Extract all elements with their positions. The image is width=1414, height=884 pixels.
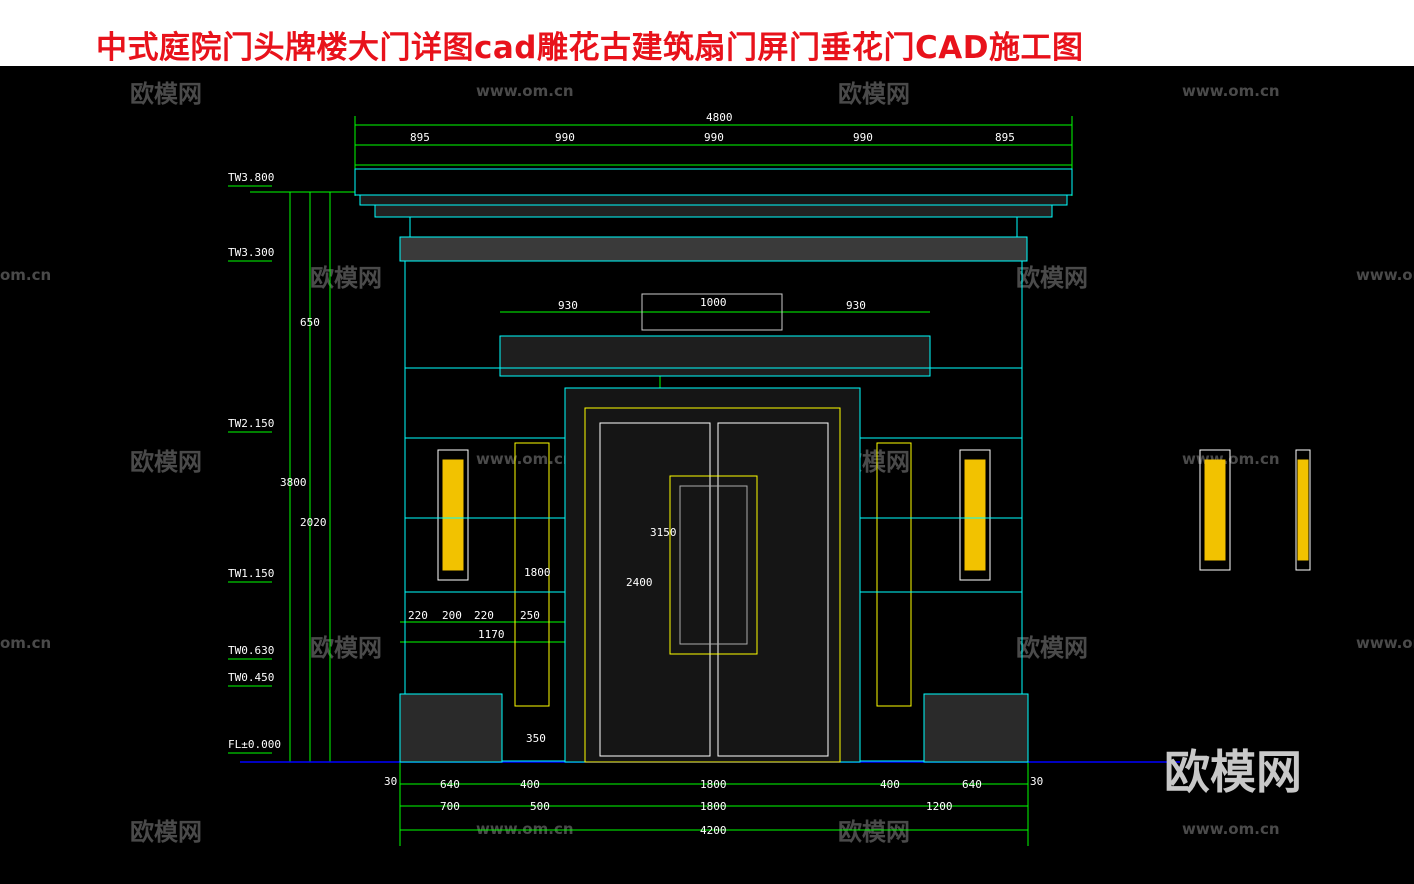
elevation-drawing: 欧模网 欧模网 www.om.cn www.om.cn om.cn www.om… bbox=[0, 80, 1414, 846]
watermark-url: www.om.cn bbox=[476, 82, 574, 100]
watermark-brand: 欧模网 bbox=[1016, 634, 1088, 662]
watermark-brand: 欧模网 bbox=[130, 818, 202, 846]
dim-top-895-left: 895 bbox=[410, 131, 430, 144]
level-fl0000: FL±0.000 bbox=[228, 738, 281, 751]
dim-bottom2-1800: 1800 bbox=[700, 800, 727, 813]
dim-top-990-2: 990 bbox=[704, 131, 724, 144]
watermark-brand: 欧模网 bbox=[130, 448, 202, 476]
watermark-brand: 欧模网 bbox=[1016, 264, 1088, 292]
watermark-brand: 欧模网 bbox=[838, 818, 910, 846]
dim-top-990-1: 990 bbox=[555, 131, 575, 144]
dim-bottom-400-right: 400 bbox=[880, 778, 900, 791]
dim-bottom2-500: 500 bbox=[530, 800, 550, 813]
dim-plaque-left: 930 bbox=[558, 299, 578, 312]
dim-left-total: 3800 bbox=[280, 476, 307, 489]
watermark-url: www.om.cn bbox=[1182, 450, 1280, 468]
level-tw1150: TW1.150 bbox=[228, 567, 274, 580]
dim-top-total: 4800 bbox=[706, 111, 733, 124]
dim-plinth-1170: 1170 bbox=[478, 628, 505, 641]
dimension-labels: 4800 895 990 990 990 895 930 1000 930 38… bbox=[280, 111, 1043, 837]
dim-top-990-3: 990 bbox=[853, 131, 873, 144]
dim-door-1800: 1800 bbox=[524, 566, 551, 579]
dim-bottom-1800: 1800 bbox=[700, 778, 727, 791]
watermark-url-partial: om.cn bbox=[0, 634, 51, 652]
level-tw3300: TW3.300 bbox=[228, 246, 274, 259]
watermark-url: www.om.cn bbox=[1182, 82, 1280, 100]
watermark-brand: 欧模网 bbox=[130, 80, 202, 108]
watermark-url: www.om.cn bbox=[1182, 820, 1280, 838]
dim-door-3150: 3150 bbox=[650, 526, 677, 539]
dim-left-650: 650 bbox=[300, 316, 320, 329]
watermark-brand: 欧模网 bbox=[310, 634, 382, 662]
level-markers: TW3.800 TW3.300 TW2.150 TW1.150 TW0.630 … bbox=[228, 171, 281, 754]
gate-structure bbox=[354, 168, 1311, 763]
dim-plinth-220b: 220 bbox=[474, 609, 494, 622]
dim-bottom-30-right: 30 bbox=[1030, 775, 1043, 788]
dim-plinth-200: 200 bbox=[442, 609, 462, 622]
title-bar: 中式庭院门头牌楼大门详图cad雕花古建筑扇门屏门垂花门CAD施工图 bbox=[0, 0, 1414, 66]
drawing-title: 中式庭院门头牌楼大门详图cad雕花古建筑扇门屏门垂花门CAD施工图 bbox=[96, 30, 1084, 66]
dim-bottom-400-left: 400 bbox=[520, 778, 540, 791]
dim-bottom2-1200: 1200 bbox=[926, 800, 953, 813]
level-tw0630: TW0.630 bbox=[228, 644, 274, 657]
dim-top-895-right: 895 bbox=[995, 131, 1015, 144]
watermark-url-partial: om.cn bbox=[0, 266, 51, 284]
watermark-url: www.om.cn bbox=[1356, 634, 1414, 652]
dim-bottom-total: 4200 bbox=[700, 824, 727, 837]
watermark-layer: 欧模网 欧模网 www.om.cn www.om.cn om.cn www.om… bbox=[0, 80, 1414, 846]
level-tw3800: TW3.800 bbox=[228, 171, 274, 184]
watermark-brand: 欧模网 bbox=[838, 80, 910, 108]
dim-plaque-right: 930 bbox=[846, 299, 866, 312]
dim-bottom-640-left: 640 bbox=[440, 778, 460, 791]
watermark-url: www.om.cn bbox=[1356, 266, 1414, 284]
watermark-brand: 欧模网 bbox=[310, 264, 382, 292]
brand-watermark-large: 欧模网 bbox=[1164, 745, 1302, 799]
cad-canvas[interactable]: 欧模网 欧模网 www.om.cn www.om.cn om.cn www.om… bbox=[0, 66, 1414, 884]
dim-plinth-220: 220 bbox=[408, 609, 428, 622]
dim-bottom-30-left: 30 bbox=[384, 775, 397, 788]
level-tw2150: TW2.150 bbox=[228, 417, 274, 430]
dim-door-350: 350 bbox=[526, 732, 546, 745]
dim-bottom2-700: 700 bbox=[440, 800, 460, 813]
watermark-url: www.om.cn bbox=[476, 820, 574, 838]
watermark-url: www.om.cn bbox=[476, 450, 574, 468]
dim-plaque-center: 1000 bbox=[700, 296, 727, 309]
dim-plinth-250: 250 bbox=[520, 609, 540, 622]
dim-door-2400: 2400 bbox=[626, 576, 653, 589]
dim-left-2020: 2020 bbox=[300, 516, 327, 529]
level-tw0450: TW0.450 bbox=[228, 671, 274, 684]
dim-bottom-640-right: 640 bbox=[962, 778, 982, 791]
